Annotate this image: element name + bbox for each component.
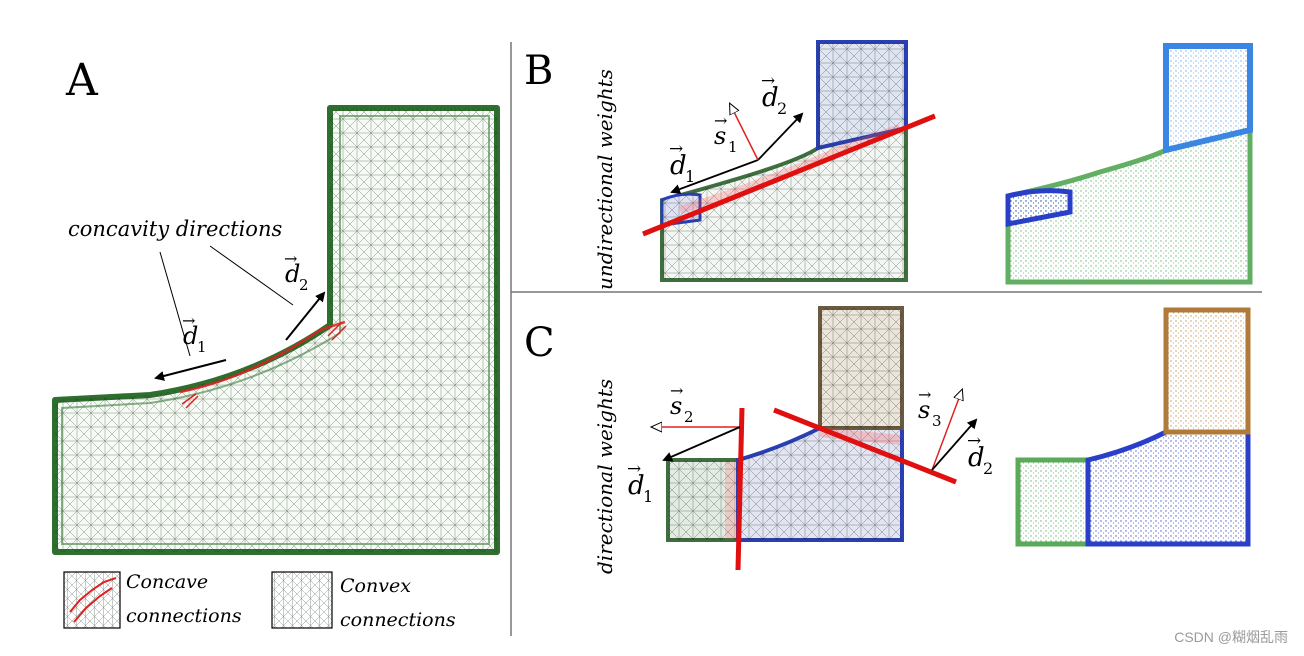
label-d2-c: d 2 → [967, 431, 993, 478]
legend-concave-line2: connections [126, 605, 242, 627]
label-s2-c: s 2 → [670, 381, 694, 426]
label-d1-b: d 1 → [669, 139, 695, 186]
svg-text:3: 3 [932, 412, 942, 430]
panel-c-pointcloud [1018, 310, 1248, 544]
arrow-d1 [156, 360, 226, 378]
label-d2-b: d 2 → [761, 71, 787, 118]
panel-c-side-label: directional weights [593, 379, 617, 574]
svg-text:2: 2 [983, 459, 993, 478]
panel-a-mesh [55, 108, 497, 552]
cut-plane-c1 [738, 408, 742, 570]
svg-text:→: → [967, 431, 981, 451]
panel-b-mesh [662, 42, 906, 280]
arrow-s3-c [932, 390, 962, 470]
svg-text:1: 1 [643, 487, 653, 506]
panel-b: B undirectional weights d 1 → d 2 → s 1 … [524, 42, 1250, 290]
label-s1-b: s 1 → [714, 111, 738, 156]
legend-concave: Concave connections [64, 571, 242, 628]
svg-text:→: → [670, 381, 683, 400]
watermark: CSDN @糊烟乱雨 [1174, 629, 1288, 645]
panel-c: C directional weights s 2 → d 1 → s [524, 308, 1248, 574]
panel-a: A concavity directions d 1 → d 2 → Conca [55, 55, 497, 631]
legend-concave-line1: Concave [126, 571, 208, 593]
svg-text:2: 2 [777, 99, 787, 118]
svg-text:→: → [627, 459, 641, 479]
arrow-d1-c [664, 427, 740, 460]
legend-convex-swatch [272, 572, 332, 628]
panel-a-label: A [65, 55, 99, 106]
svg-text:2: 2 [684, 408, 694, 426]
svg-text:→: → [761, 71, 775, 91]
svg-text:1: 1 [685, 167, 695, 186]
concavity-directions-label: concavity directions [68, 217, 282, 241]
panel-b-side-label: undirectional weights [593, 69, 617, 290]
panel-b-label: B [524, 48, 553, 94]
label-d1-c: d 1 → [627, 459, 653, 506]
panel-b-pointcloud [1008, 46, 1250, 282]
svg-text:1: 1 [197, 338, 207, 356]
svg-text:→: → [182, 311, 195, 330]
panel-c-mesh [668, 308, 902, 540]
legend-convex-line2: connections [340, 609, 456, 631]
arrow-d2-b [758, 114, 802, 160]
legend-convex: Convex connections [272, 572, 456, 631]
svg-text:→: → [669, 139, 683, 159]
legend-convex-line1: Convex [340, 575, 411, 597]
panel-c-label: C [524, 320, 555, 366]
label-d2-a: d 2 → [284, 249, 309, 294]
svg-text:→: → [284, 249, 297, 268]
svg-text:→: → [918, 385, 931, 404]
leader-line-2 [210, 246, 293, 305]
svg-text:→: → [714, 111, 727, 130]
label-s3-c: s 3 → [918, 385, 942, 430]
svg-text:1: 1 [728, 138, 738, 156]
label-d1-a: d 1 → [182, 311, 207, 356]
svg-text:2: 2 [299, 276, 309, 294]
